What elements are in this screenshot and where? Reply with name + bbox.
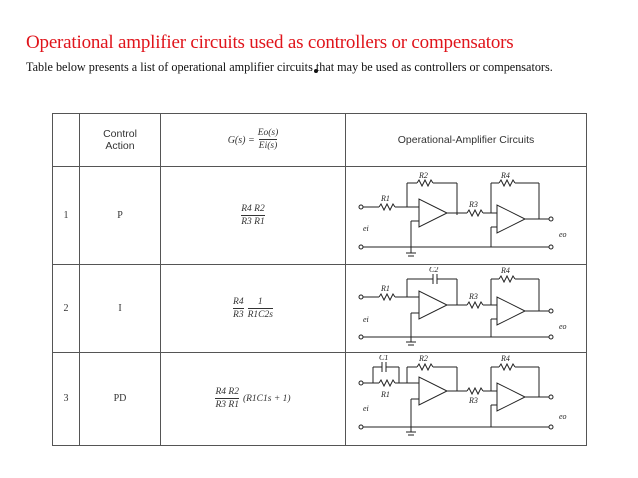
- tf-denominator: R3 R1: [241, 215, 265, 228]
- label-ei: ei: [363, 315, 369, 324]
- row-circuit: R1 C2 R3 R4 ei eo: [345, 264, 587, 353]
- row-circuit: R1 R2 R3 R4 ei eo: [345, 165, 587, 266]
- tf-denominator-2: R1C2s: [247, 308, 273, 321]
- row-action: PD: [79, 351, 161, 447]
- i-controller-circuit-diagram: R1 C2 R3 R4 ei eo: [358, 265, 567, 346]
- controller-table: Control Action G(s) = Eo(s) Ei(s) Operat…: [52, 113, 587, 447]
- label-r2: R2: [418, 355, 428, 363]
- label-r1: R1: [380, 390, 390, 399]
- row-number: 3: [52, 351, 80, 447]
- row-number: 1: [52, 165, 80, 266]
- row-transfer-function: R4 R3 1 R1C2s: [160, 264, 346, 353]
- table-header-row: Control Action G(s) = Eo(s) Ei(s) Operat…: [52, 113, 587, 167]
- tf-extra-term: (R1C1s + 1): [242, 394, 291, 405]
- cursor-dot: [314, 69, 318, 73]
- label-r4: R4: [500, 171, 510, 180]
- label-c1: C1: [379, 355, 388, 362]
- p-controller-circuit-diagram: R1 R2 R3 R4 ei eo: [358, 171, 567, 257]
- gs-denominator: Ei(s): [258, 139, 278, 151]
- tf-numerator-1: R4: [233, 297, 244, 308]
- header-control-line2: Action: [105, 140, 135, 152]
- table-row: 3 PD R4 R2 R3 R1 (R1C1s + 1): [52, 351, 587, 447]
- header-circuits: Operational-Amplifier Circuits: [345, 113, 587, 167]
- page-title: Operational amplifier circuits used as c…: [26, 32, 514, 53]
- gs-numerator: Eo(s): [257, 128, 279, 138]
- row-circuit: C1 R1 R2 R3 R4 ei eo: [345, 351, 587, 447]
- row-action: I: [79, 264, 161, 353]
- row-transfer-function: R4 R2 R3 R1: [160, 165, 346, 266]
- label-c2: C2: [429, 267, 438, 274]
- label-r1: R1: [380, 194, 390, 203]
- tf-denominator: R3 R1: [215, 398, 239, 411]
- header-transfer-function: G(s) = Eo(s) Ei(s): [160, 113, 346, 167]
- header-number: [52, 113, 80, 167]
- header-control-action: Control Action: [79, 113, 161, 167]
- tf-numerator: R4 R2: [215, 387, 239, 398]
- label-r4: R4: [500, 355, 510, 363]
- label-eo: eo: [559, 230, 567, 239]
- table-row: 2 I R4 R3 1 R1C2s: [52, 264, 587, 353]
- intro-text: Table below presents a list of operation…: [26, 60, 553, 74]
- header-control-line1: Control: [103, 128, 137, 140]
- row-transfer-function: R4 R2 R3 R1 (R1C1s + 1): [160, 351, 346, 447]
- row-number: 2: [52, 264, 80, 353]
- tf-numerator: R4 R2: [241, 204, 265, 215]
- label-r4: R4: [500, 267, 510, 275]
- label-eo: eo: [559, 322, 567, 331]
- label-r3: R3: [468, 292, 478, 301]
- row-action: P: [79, 165, 161, 266]
- tf-denominator-1: R3: [233, 308, 244, 321]
- pd-controller-circuit-diagram: C1 R1 R2 R3 R4 ei eo: [358, 353, 567, 436]
- label-eo: eo: [559, 412, 567, 421]
- gs-lhs: G(s) =: [227, 134, 255, 146]
- label-r3: R3: [468, 200, 478, 209]
- table-row: 1 P R4 R2 R3 R1: [52, 165, 587, 266]
- label-r1: R1: [380, 284, 390, 293]
- label-ei: ei: [363, 224, 369, 233]
- label-r3: R3: [468, 396, 478, 405]
- tf-numerator-2: 1: [257, 297, 263, 308]
- label-ei: ei: [363, 404, 369, 413]
- label-r2: R2: [418, 171, 428, 180]
